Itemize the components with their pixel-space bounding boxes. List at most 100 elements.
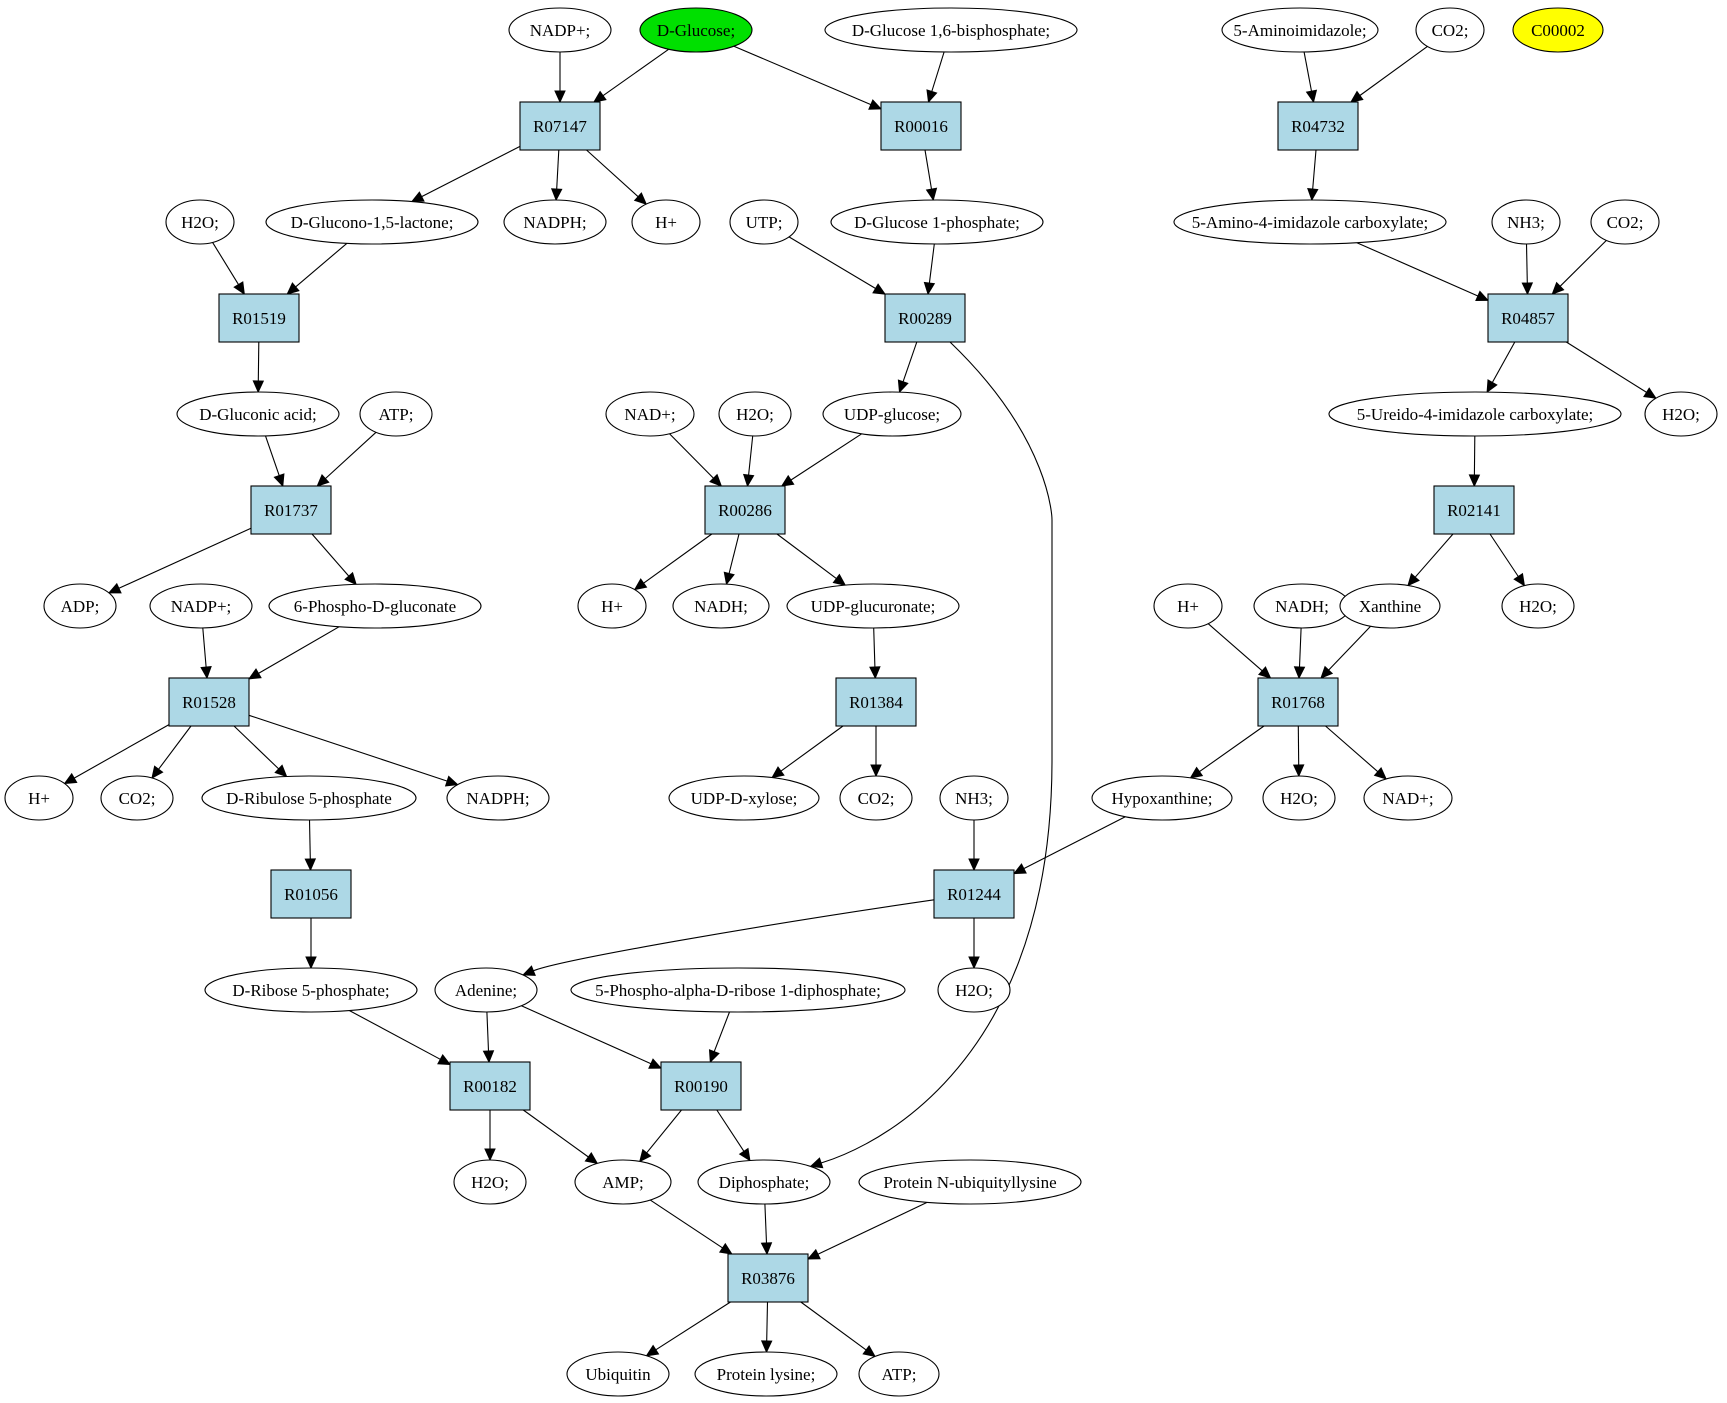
compound-node-h2o-f[interactable]: H2O; — [937, 967, 1011, 1013]
reaction-node-r01528[interactable]: R01528 — [168, 677, 250, 727]
compound-node-atp-a[interactable]: ATP; — [359, 391, 433, 437]
compound-ellipse — [574, 1159, 672, 1205]
reaction-node-r00016[interactable]: R00016 — [880, 101, 962, 151]
reaction-node-r00182[interactable]: R00182 — [449, 1061, 531, 1111]
compound-node-co2-b[interactable]: CO2; — [1590, 199, 1660, 245]
compound-node-h2o-a[interactable]: H2O; — [165, 199, 235, 245]
compound-node-amp[interactable]: AMP; — [574, 1159, 672, 1205]
compound-node-aminoimidazole[interactable]: 5-Aminoimidazole; — [1221, 7, 1379, 53]
edge-R01768-to-hypoxanthine — [1189, 725, 1265, 779]
reaction-node-r00190[interactable]: R00190 — [660, 1061, 742, 1111]
reaction-node-r01384[interactable]: R01384 — [835, 677, 917, 727]
reaction-node-r04732[interactable]: R04732 — [1277, 101, 1359, 151]
compound-node-nadp-top[interactable]: NADP+; — [508, 7, 612, 53]
reaction-box — [704, 485, 786, 535]
compound-node-hplus-d[interactable]: H+ — [4, 775, 74, 821]
compound-node-glc16bp[interactable]: D-Glucose 1,6-bisphosphate; — [824, 7, 1078, 53]
compound-node-h2o-e[interactable]: H2O; — [1262, 775, 1336, 821]
compound-node-hplus-c[interactable]: H+ — [1153, 583, 1223, 629]
compound-node-utp[interactable]: UTP; — [729, 199, 799, 245]
compound-node-nadp-b[interactable]: NADP+; — [149, 583, 253, 629]
edge-R01384-to-co2_d — [870, 726, 882, 778]
edge-nad_a-to-R00286 — [669, 433, 723, 487]
edge-hypoxanthine-to-R01244 — [1012, 816, 1126, 875]
edge-R00182-to-amp — [522, 1109, 599, 1165]
compound-node-glucono-lactone[interactable]: D-Glucono-1,5-lactone; — [265, 199, 479, 245]
compound-node-udp-glucose[interactable]: UDP-glucose; — [822, 391, 962, 437]
edge-R01528-to-hplus_d — [63, 724, 170, 785]
compound-node-adenine[interactable]: Adenine; — [434, 967, 538, 1013]
compound-label: NADPH; — [523, 213, 586, 232]
compound-node-nadph-a[interactable]: NADPH; — [503, 199, 607, 245]
compound-node-nadh-a[interactable]: NADH; — [672, 583, 770, 629]
compound-node-atp-b[interactable]: ATP; — [858, 1351, 940, 1397]
compound-label: CO2; — [858, 789, 895, 808]
reaction-node-r00286[interactable]: R00286 — [704, 485, 786, 535]
edge-R04732-to-aica — [1307, 149, 1319, 202]
reaction-node-r01768[interactable]: R01768 — [1257, 677, 1339, 727]
edge-R03876-to-atp_b — [800, 1301, 876, 1358]
compound-label: H+ — [1177, 597, 1199, 616]
compound-ellipse — [937, 967, 1011, 1013]
compound-node-nh3-b[interactable]: NH3; — [939, 775, 1009, 821]
compound-ellipse — [822, 391, 962, 437]
compound-node-nadph-b[interactable]: NADPH; — [446, 775, 550, 821]
compound-node-protein-lysine[interactable]: Protein lysine; — [694, 1351, 838, 1397]
reaction-node-r01519[interactable]: R01519 — [218, 293, 300, 343]
compound-node-c00002[interactable]: C00002 — [1512, 7, 1604, 53]
reaction-node-r01056[interactable]: R01056 — [270, 869, 352, 919]
compound-node-phosphogluconate[interactable]: 6-Phospho-D-gluconate — [268, 583, 482, 629]
edge-R01528-to-nadph_b — [248, 714, 459, 787]
reaction-node-r00289[interactable]: R00289 — [884, 293, 966, 343]
compound-node-h2o-g[interactable]: H2O; — [453, 1159, 527, 1205]
reaction-node-r01244[interactable]: R01244 — [933, 869, 1015, 919]
reaction-node-r04857[interactable]: R04857 — [1487, 293, 1569, 343]
compound-node-diphosphate[interactable]: Diphosphate; — [697, 1159, 831, 1205]
compound-node-hplus-b[interactable]: H+ — [577, 583, 647, 629]
compound-node-h2o-c[interactable]: H2O; — [1644, 391, 1718, 437]
compound-node-h2o-d[interactable]: H2O; — [1501, 583, 1575, 629]
compound-node-h2o-b[interactable]: H2O; — [718, 391, 792, 437]
compound-node-nh3-a[interactable]: NH3; — [1491, 199, 1561, 245]
compound-ellipse — [786, 583, 960, 629]
compound-node-protein-ub[interactable]: Protein N-ubiquityllysine — [858, 1159, 1082, 1205]
reaction-node-r03876[interactable]: R03876 — [727, 1253, 809, 1303]
compound-ellipse — [1363, 775, 1453, 821]
compound-label: UDP-D-xylose; — [691, 789, 798, 808]
compound-node-ubiquitin[interactable]: Ubiquitin — [566, 1351, 670, 1397]
compound-node-prpp[interactable]: 5-Phospho-alpha-D-ribose 1-diphosphate; — [570, 967, 906, 1013]
compound-node-hplus-a[interactable]: H+ — [631, 199, 701, 245]
compound-node-hypoxanthine[interactable]: Hypoxanthine; — [1091, 775, 1233, 821]
edge-R03876-to-protein_lysine — [760, 1301, 773, 1354]
reaction-node-r01737[interactable]: R01737 — [250, 485, 332, 535]
edge-R01768-to-nad_b — [1325, 725, 1388, 780]
compound-node-nadh-b[interactable]: NADH; — [1253, 583, 1351, 629]
compound-node-gluconic[interactable]: D-Gluconic acid; — [176, 391, 340, 437]
compound-node-adp[interactable]: ADP; — [43, 583, 117, 629]
compound-node-aica[interactable]: 5-Amino-4-imidazole carboxylate; — [1173, 199, 1447, 245]
compound-node-ribulose5p[interactable]: D-Ribulose 5-phosphate — [201, 775, 417, 821]
compound-node-d-glucose[interactable]: D-Glucose; — [639, 7, 753, 53]
compound-label: H2O; — [1662, 405, 1700, 424]
edge-R07147-to-hplus_a — [586, 149, 648, 205]
compound-label: D-Glucose 1-phosphate; — [854, 213, 1020, 232]
compound-node-ureido[interactable]: 5-Ureido-4-imidazole carboxylate; — [1328, 391, 1622, 437]
compound-node-nad-b[interactable]: NAD+; — [1363, 775, 1453, 821]
compound-node-udp-glucuronate[interactable]: UDP-glucuronate; — [786, 583, 960, 629]
reaction-node-r02141[interactable]: R02141 — [1433, 485, 1515, 535]
reaction-node-r07147[interactable]: R07147 — [519, 101, 601, 151]
edge-nadh_b-to-R01768 — [1293, 627, 1306, 680]
compound-node-co2-d[interactable]: CO2; — [839, 775, 913, 821]
compound-label: ADP; — [61, 597, 100, 616]
compound-node-nad-a[interactable]: NAD+; — [605, 391, 695, 437]
compound-node-ribose5p[interactable]: D-Ribose 5-phosphate; — [204, 967, 418, 1013]
compound-ellipse — [100, 775, 174, 821]
compound-node-xanthine[interactable]: Xanthine — [1339, 583, 1441, 629]
compound-node-glc1p[interactable]: D-Glucose 1-phosphate; — [830, 199, 1044, 245]
compound-node-co2-c[interactable]: CO2; — [100, 775, 174, 821]
compound-ellipse — [697, 1159, 831, 1205]
compound-node-udp-xylose[interactable]: UDP-D-xylose; — [668, 775, 820, 821]
compound-node-co2-top[interactable]: CO2; — [1415, 7, 1485, 53]
edge-nadp_top-to-R07147 — [554, 52, 566, 104]
